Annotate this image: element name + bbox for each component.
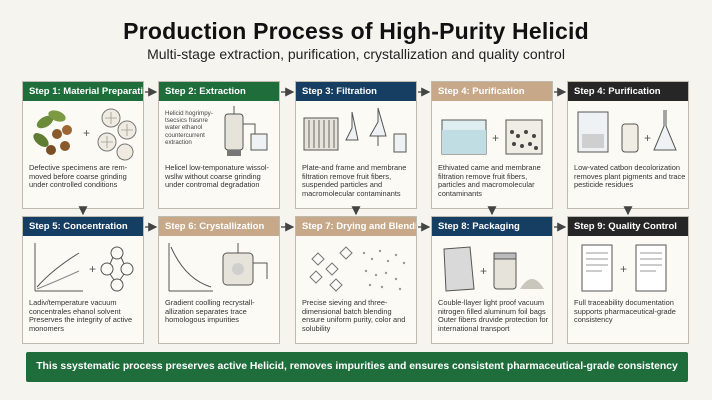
step-header: Step 5: Concentration [23, 217, 143, 236]
documents-icon: + [572, 239, 684, 297]
step-card-5: Step 4: Purification + Low-vated catbon … [567, 81, 689, 209]
packaging-bags-icon: + [436, 239, 548, 297]
page-title: Production Process of High-Purity Helici… [123, 18, 589, 44]
step-description: Gradient coolling recrystall-allization … [165, 298, 255, 325]
step-description: Couble-llayer light proof vacuum nitroge… [438, 298, 549, 333]
crystallizer-tank-icon [163, 239, 275, 297]
step-card-3: Step 3: Filtration Plate-and frame and m… [295, 81, 417, 209]
step-header: Step 4: Purification [568, 82, 688, 101]
step-header: Step 9: Quality Control [568, 217, 688, 236]
step-card-1: Step 1: Material Preparation + Defective… [22, 81, 144, 209]
plant-seeds-icon: + [27, 104, 139, 162]
step-card-8: Step 7: Drying and Blending Precise siev… [295, 216, 417, 344]
step-card-9: Step 8: Packaging + Couble-llayer light … [431, 216, 553, 344]
step-card-6: Step 5: Concentration + Ladiv/temperatur… [22, 216, 144, 344]
summary-banner: This ssystematic process preserves activ… [26, 352, 688, 382]
svg-text:+: + [89, 262, 96, 276]
resin-beaker-icon: + [436, 104, 548, 162]
step-header: Step 2: Extraction [159, 82, 279, 101]
step-card-10: Step 9: Quality Control + Full traceabil… [567, 216, 689, 344]
step-header: Step 6: Crystallization [159, 217, 279, 236]
step-description: Helicel low-temponature wissol-wsllw wit… [165, 163, 269, 190]
step-header: Step 7: Drying and Blending [296, 217, 416, 236]
molecule-graph-icon: + [27, 239, 139, 297]
step-description: Plate-and frame and membrane filtration … [302, 163, 407, 198]
svg-text:+: + [83, 126, 90, 140]
step-description: Low-vated catbon decolorization removes … [574, 163, 686, 190]
step-description: Ethivated came and membrane filtration r… [438, 163, 541, 198]
step-description: Full traceability documentation supports… [574, 298, 676, 325]
step-card-7: Step 6: Crystallization Gradient coollin… [158, 216, 280, 344]
step-header: Step 4: Purification [432, 82, 552, 101]
step-inner-note: Helicid hogrimpy-tsecsics frasnre water … [165, 110, 213, 146]
svg-text:+: + [492, 131, 499, 145]
svg-text:+: + [620, 262, 627, 276]
crystal-powder-icon [300, 239, 412, 297]
step-description: Ladiv/temperature vacuum concentrales eh… [29, 298, 133, 333]
step-description: Precise sieving and three-dimensional ba… [302, 298, 406, 333]
step-header: Step 1: Material Preparation [23, 82, 143, 101]
step-header: Step 3: Filtration [296, 82, 416, 101]
extraction-apparatus-icon [163, 104, 275, 162]
svg-text:+: + [644, 131, 651, 145]
svg-text:+: + [480, 264, 487, 278]
step-header: Step 8: Packaging [432, 217, 552, 236]
step-card-4: Step 4: Purification + Ethivated came an… [431, 81, 553, 209]
carbon-flask-icon: + [572, 104, 684, 162]
filter-press-icon [300, 104, 412, 162]
step-card-2: Step 2: Extraction Helicid hogrimpy-tsec… [158, 81, 280, 209]
page-subtitle: Multi-stage extraction, purification, cr… [147, 46, 565, 62]
step-description: Defective specimens are rem-moved before… [29, 163, 128, 190]
